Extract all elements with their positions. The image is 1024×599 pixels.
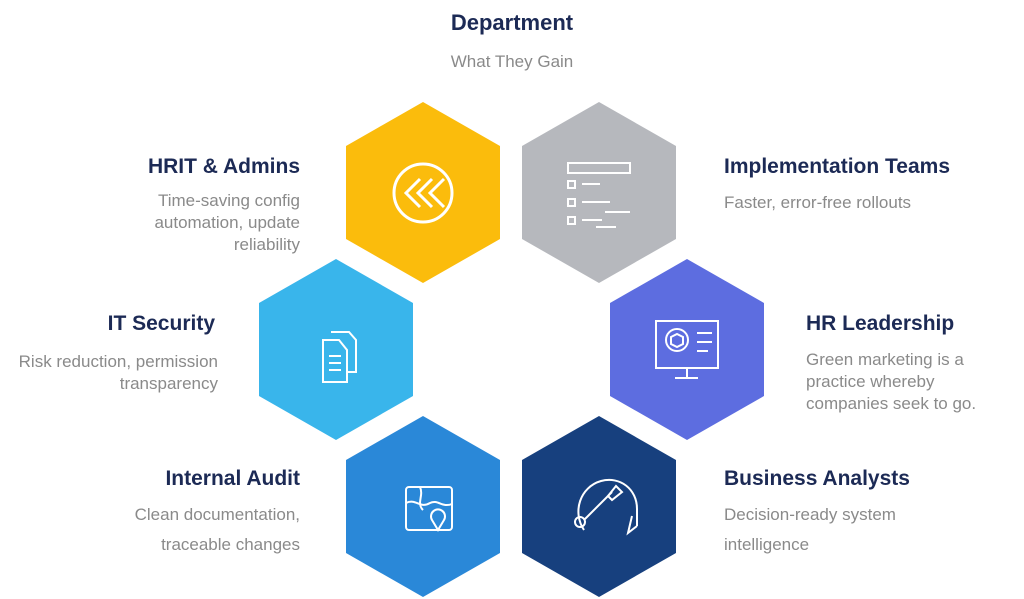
wrench-chat-icon [574, 478, 638, 536]
item-hr-leadership: HR Leadership Green marketing is a pract… [806, 311, 1006, 415]
hex-implementation [522, 102, 676, 283]
item-description: Decision-ready system intelligence [724, 505, 896, 554]
item-title: IT Security [107, 312, 215, 335]
item-title: Internal Audit [165, 467, 300, 490]
item-internal-audit: Internal Audit Clean documentation, trac… [40, 466, 300, 560]
monitor-box-icon [655, 320, 719, 379]
double-chevron-left-icon [392, 162, 454, 224]
hex-business-analysts [522, 416, 676, 597]
item-hrit: HRIT & Admins Time-saving config automat… [40, 154, 300, 256]
item-it-security: IT Security Risk reduction, permission t… [8, 311, 218, 395]
documents-icon [322, 331, 357, 383]
item-title: Business Analysts [724, 467, 910, 490]
item-description: Time-saving config automation, update re… [154, 191, 300, 254]
hex-hr-leadership [610, 259, 764, 440]
item-title: HR Leadership [806, 312, 955, 335]
item-description: Clean documentation, traceable changes [134, 505, 300, 554]
diagram-subtitle: What They Gain [450, 52, 574, 71]
item-description: Faster, error-free rollouts [724, 193, 912, 212]
hex-internal-audit [346, 416, 500, 597]
map-pin-icon [405, 486, 453, 532]
diagram-title: Department [450, 10, 574, 35]
item-description: Green marketing is a practice whereby co… [806, 350, 977, 413]
item-implementation: Implementation Teams Faster, error-free … [724, 154, 1014, 214]
item-business-analysts: Business Analysts Decision-ready system … [724, 466, 1014, 560]
hex-hrit [346, 102, 500, 283]
item-description: Risk reduction, permission transparency [18, 352, 218, 393]
item-title: Implementation Teams [724, 155, 950, 178]
hex-it-security [259, 259, 413, 440]
item-title: HRIT & Admins [147, 155, 300, 178]
checklist-icon [567, 162, 631, 228]
